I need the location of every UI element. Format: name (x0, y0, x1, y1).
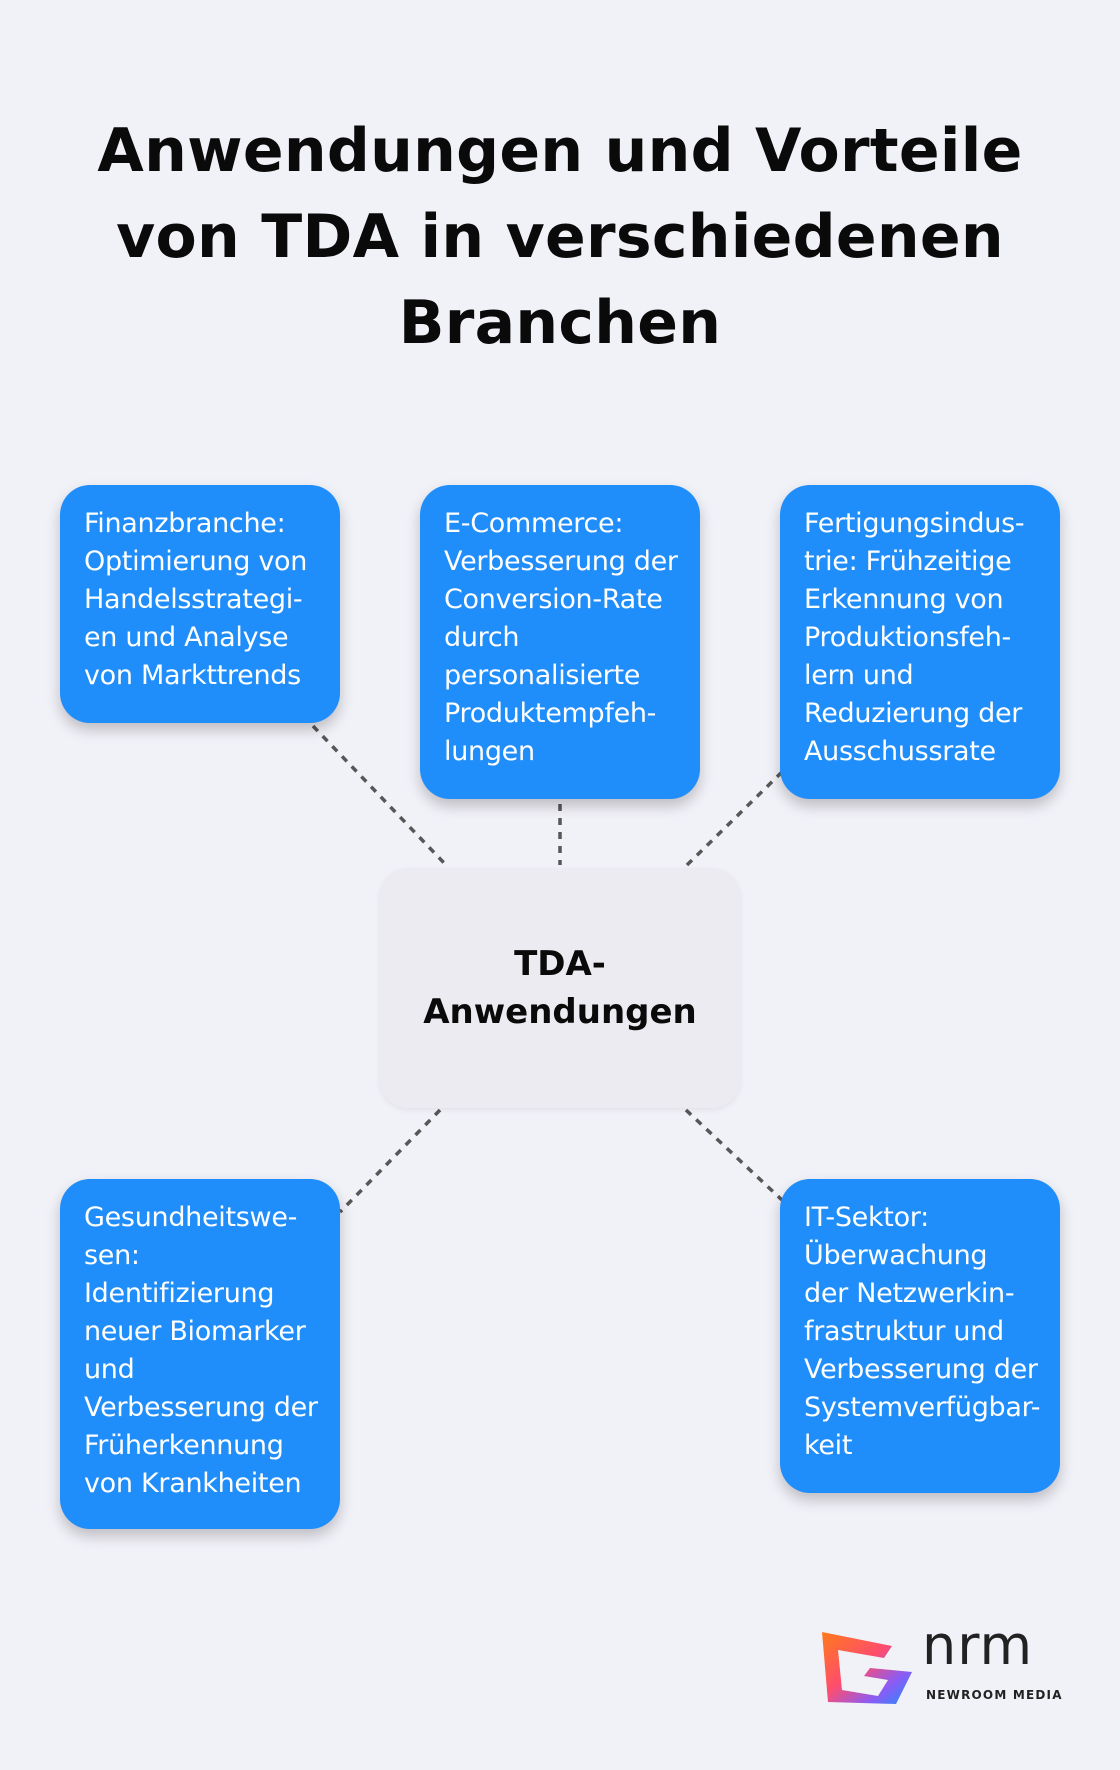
branch-card-finanzbranche: Finanzbranche: Optimierung von Handelsst… (60, 485, 340, 723)
connector-finanz (311, 724, 448, 867)
logo-subtitle: NEWROOM MEDIA (926, 1688, 1063, 1702)
branch-card-fertigungsindustrie: Fertigungsindus- trie: Frühzeitige Erken… (780, 485, 1060, 799)
connector-gesundheit (338, 1108, 442, 1214)
branch-card-ecommerce: E-Commerce: Verbesserung der Conversion-… (420, 485, 700, 799)
page-title: Anwendungen und Vorteile von TDA in vers… (97, 116, 1023, 358)
newroom-media-logo: nrm NEWROOM MEDIA (818, 1614, 1068, 1708)
nrm-logo-icon (822, 1632, 912, 1704)
branch-card-gesundheitswesen: Gesundheitswe- sen: Identifizierung neue… (60, 1179, 340, 1529)
branch-card-it-sektor: IT-Sektor: Überwachung der Netzwerkin- f… (780, 1179, 1060, 1493)
connector-fertigung (684, 770, 784, 868)
center-node: TDA- Anwendungen (380, 868, 740, 1108)
connector-it (684, 1108, 784, 1202)
logo-wordmark: nrm (922, 1614, 1034, 1677)
